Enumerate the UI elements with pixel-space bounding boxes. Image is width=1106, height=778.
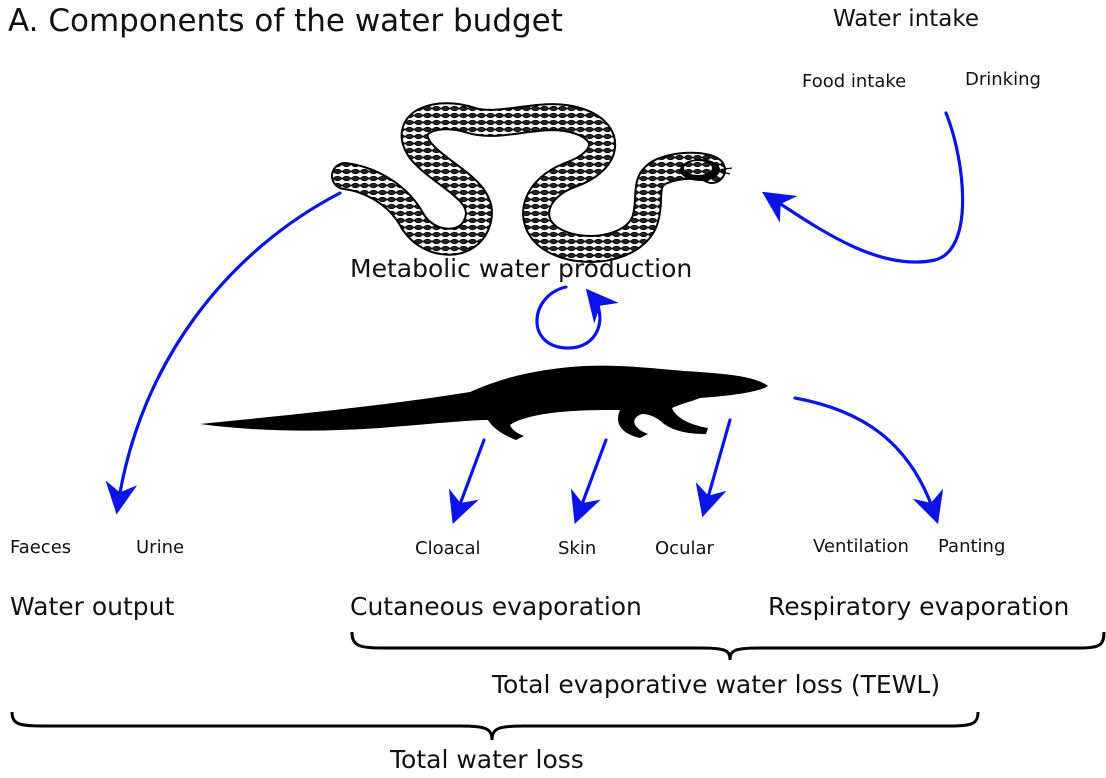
respiratory-evaporation-heading: Respiratory evaporation bbox=[768, 592, 1070, 621]
arrow-to-ocular bbox=[695, 418, 732, 518]
arrow-to-cloacal bbox=[448, 438, 486, 524]
ocular-label: Ocular bbox=[655, 538, 714, 559]
arrow-to-output bbox=[105, 191, 342, 515]
faeces-label: Faeces bbox=[10, 537, 72, 558]
arrow-metabolic-cycle bbox=[535, 285, 619, 350]
brace-tewl bbox=[350, 631, 1106, 661]
diagram-title: A. Components of the water budget bbox=[8, 3, 563, 39]
snake-icon bbox=[331, 102, 733, 263]
ventilation-label: Ventilation bbox=[813, 536, 909, 557]
urine-label: Urine bbox=[136, 537, 185, 558]
panting-label: Panting bbox=[938, 536, 1006, 557]
drinking-label: Drinking bbox=[965, 69, 1041, 90]
total-water-loss-label: Total water loss bbox=[390, 745, 584, 774]
tewl-label: Total evaporative water loss (TEWL) bbox=[492, 670, 941, 699]
cloacal-label: Cloacal bbox=[415, 538, 481, 559]
water-output-heading: Water output bbox=[10, 592, 175, 621]
arrow-to-respiratory bbox=[793, 396, 944, 525]
food-intake-label: Food intake bbox=[802, 71, 907, 92]
lizard-icon bbox=[200, 365, 768, 440]
arrow-intake-to-snake bbox=[761, 111, 965, 264]
skin-label: Skin bbox=[558, 538, 597, 559]
cutaneous-evaporation-heading: Cutaneous evaporation bbox=[350, 592, 642, 621]
water-intake-heading: Water intake bbox=[833, 6, 980, 32]
arrow-to-skin bbox=[570, 438, 608, 524]
brace-total bbox=[10, 711, 980, 741]
metabolic-water-label: Metabolic water production bbox=[350, 254, 693, 283]
